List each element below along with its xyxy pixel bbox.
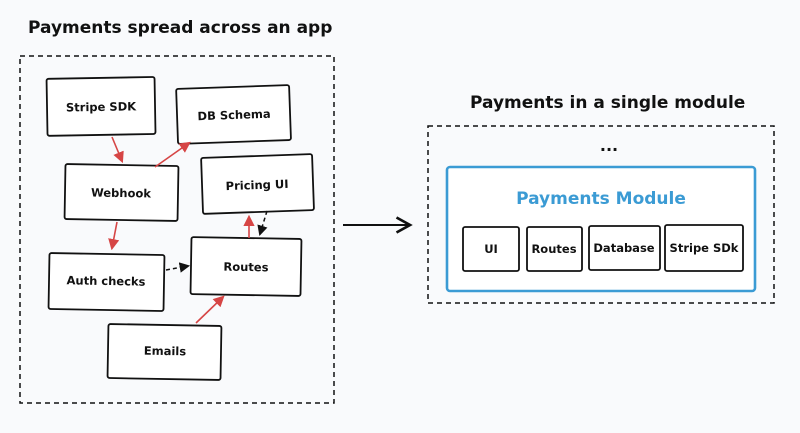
module-item-database: Database [588,225,661,271]
box-stripe-sdk-label: Stripe SDK [66,99,137,114]
right-panel-frame [427,125,775,304]
module-item-database-label: Database [593,241,654,255]
box-db-schema-label: DB Schema [197,107,271,124]
arrow-stripe-to-webhook [111,136,124,164]
box-db-schema: DB Schema [175,84,292,145]
payments-module-title: Payments Module [516,189,686,209]
arrow-auth-checks-to-routes [165,262,191,273]
box-emails-label: Emails [144,344,187,359]
module-item-routes: Routes [526,226,583,272]
module-item-stripe-sdk-label: Stripe SDk [670,241,739,255]
left-panel-title: Payments spread across an app [28,18,332,38]
box-routes: Routes [189,236,303,297]
box-auth-checks: Auth checks [47,252,166,312]
box-webhook: Webhook [63,163,180,222]
box-emails: Emails [106,323,223,381]
module-item-routes-label: Routes [531,242,576,256]
arrow-webhook-to-auth-checks [108,221,120,251]
module-item-ui-label: UI [484,242,498,256]
module-item-stripe-sdk: Stripe SDk [664,224,744,272]
right-panel-title: Payments in a single module [470,93,745,113]
box-pricing-ui-label: Pricing UI [225,177,288,193]
arrow-emails-to-routes [195,295,225,324]
box-routes-label: Routes [223,260,268,275]
left-panel-frame [19,55,335,404]
box-webhook-label: Webhook [91,185,152,200]
box-auth-checks-label: Auth checks [66,273,145,288]
arrow-pricing-ui-to-routes [257,210,268,237]
box-stripe-sdk: Stripe SDK [45,76,157,137]
box-pricing-ui: Pricing UI [200,153,315,215]
ellipsis: ... [600,136,618,155]
arrow-webhook-to-db-schema [154,141,191,168]
module-item-ui: UI [462,226,520,272]
